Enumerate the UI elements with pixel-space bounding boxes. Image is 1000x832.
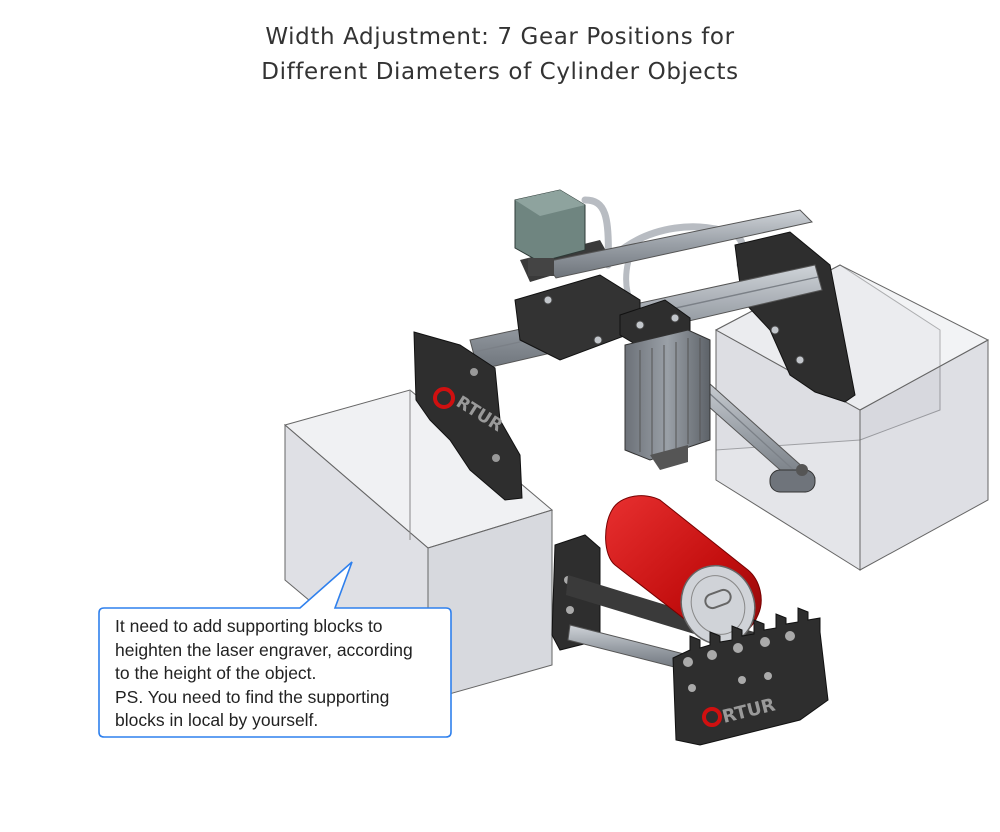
title-line-1: Width Adjustment: 7 Gear Positions for <box>265 24 735 50</box>
bolts <box>543 295 805 365</box>
callout-line-4: PS. You need to find the supporting <box>115 686 390 707</box>
can-pull-tab <box>704 588 732 610</box>
left-side-plate: RTUR <box>413 331 523 501</box>
callout-text: It need to add supporting blocks to heig… <box>115 615 450 733</box>
roller-front-bracket: RTUR <box>672 607 829 746</box>
laser-head <box>619 299 711 470</box>
roller-rail <box>567 624 689 671</box>
callout-line-3: to the height of the object. <box>115 663 317 683</box>
callout-line-1: It need to add supporting blocks to <box>115 616 383 636</box>
rotary-roller: RTUR <box>551 495 829 746</box>
laser-engraver: RTUR <box>413 189 856 501</box>
diagram-title: Width Adjustment: 7 Gear Positions for D… <box>0 20 1000 90</box>
ortur-logo-o <box>433 387 455 409</box>
roller-logo-o <box>702 707 722 727</box>
right-side-plate <box>734 231 856 403</box>
callout-line-5: blocks in local by yourself. <box>115 710 319 730</box>
callout-bubble <box>98 561 452 738</box>
stepper-motor <box>514 189 586 276</box>
title-line-2: Different Diameters of Cylinder Objects <box>261 59 739 85</box>
front-wheel <box>769 469 816 493</box>
can-object <box>605 495 762 646</box>
callout-line-2: heighten the laser engraver, according <box>115 639 413 660</box>
